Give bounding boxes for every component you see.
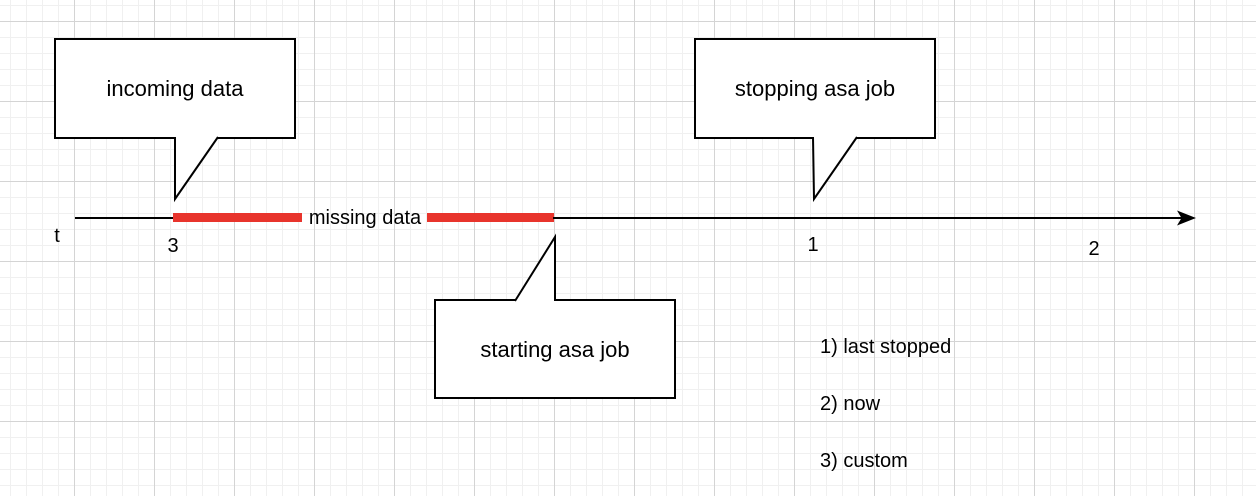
callout-stopping-asa-job-label: stopping asa job [735, 76, 895, 101]
callout-starting-asa-job-label: starting asa job [480, 337, 629, 362]
tick-label-3: 3 [167, 235, 178, 257]
legend: 1) last stopped 2) now 3) custom [820, 336, 951, 472]
legend-item-custom: 3) custom [820, 450, 908, 472]
timeline-arrowhead [1177, 210, 1196, 226]
tick-label-2: 2 [1088, 238, 1099, 260]
callout-incoming-data-tail [174, 136, 219, 203]
callout-stopping-asa-job: stopping asa job [694, 38, 936, 203]
legend-item-last-stopped: 1) last stopped [820, 336, 951, 358]
callout-incoming-data: incoming data [54, 38, 296, 203]
timeline: missing data t 3 1 2 [54, 207, 1196, 260]
timeline-axis-label: t [54, 225, 60, 247]
legend-item-now: 2) now [820, 393, 881, 415]
callout-incoming-data-box [54, 38, 296, 139]
callout-incoming-data-label: incoming data [107, 76, 245, 101]
callout-starting-asa-job-tail [514, 233, 556, 302]
callout-starting-asa-job: starting asa job [434, 233, 676, 399]
tick-label-1: 1 [807, 234, 818, 256]
callout-stopping-asa-job-tail [812, 136, 858, 203]
missing-data-label: missing data [309, 207, 422, 229]
